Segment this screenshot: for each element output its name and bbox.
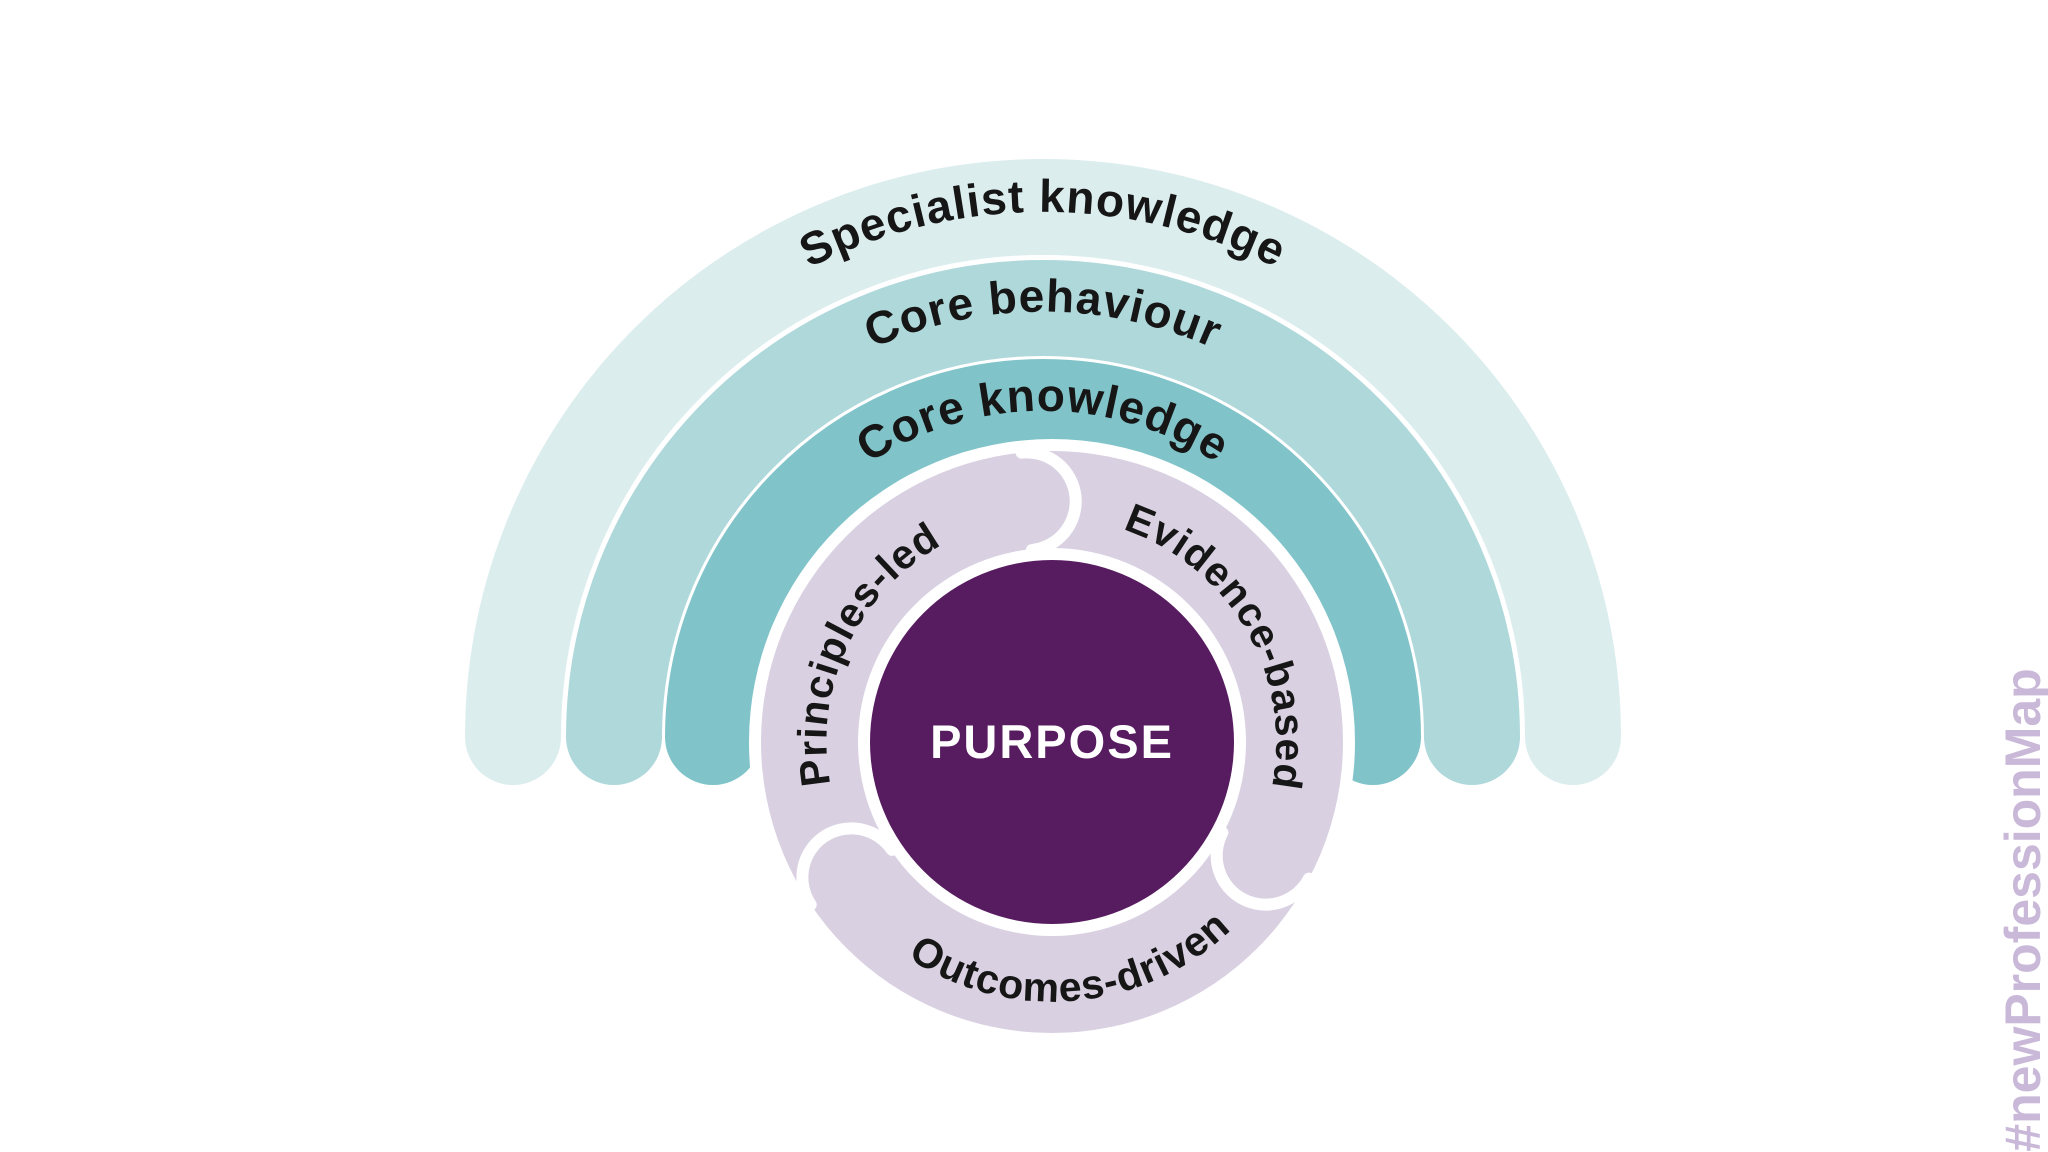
- arc-core-knowledge: [665, 359, 1421, 785]
- purpose-label: PURPOSE: [930, 715, 1174, 768]
- arc-core-behaviour: [566, 260, 1520, 785]
- arc-specialist-knowledge: [465, 159, 1621, 785]
- hashtag-label: #newProfessionMap: [1995, 668, 2048, 1151]
- segment-divider-top: [1015, 446, 1082, 557]
- segment-divider-bottom-left: [796, 822, 898, 911]
- segment-divider-bottom-right: [1210, 826, 1315, 911]
- purpose-circle: [870, 560, 1234, 924]
